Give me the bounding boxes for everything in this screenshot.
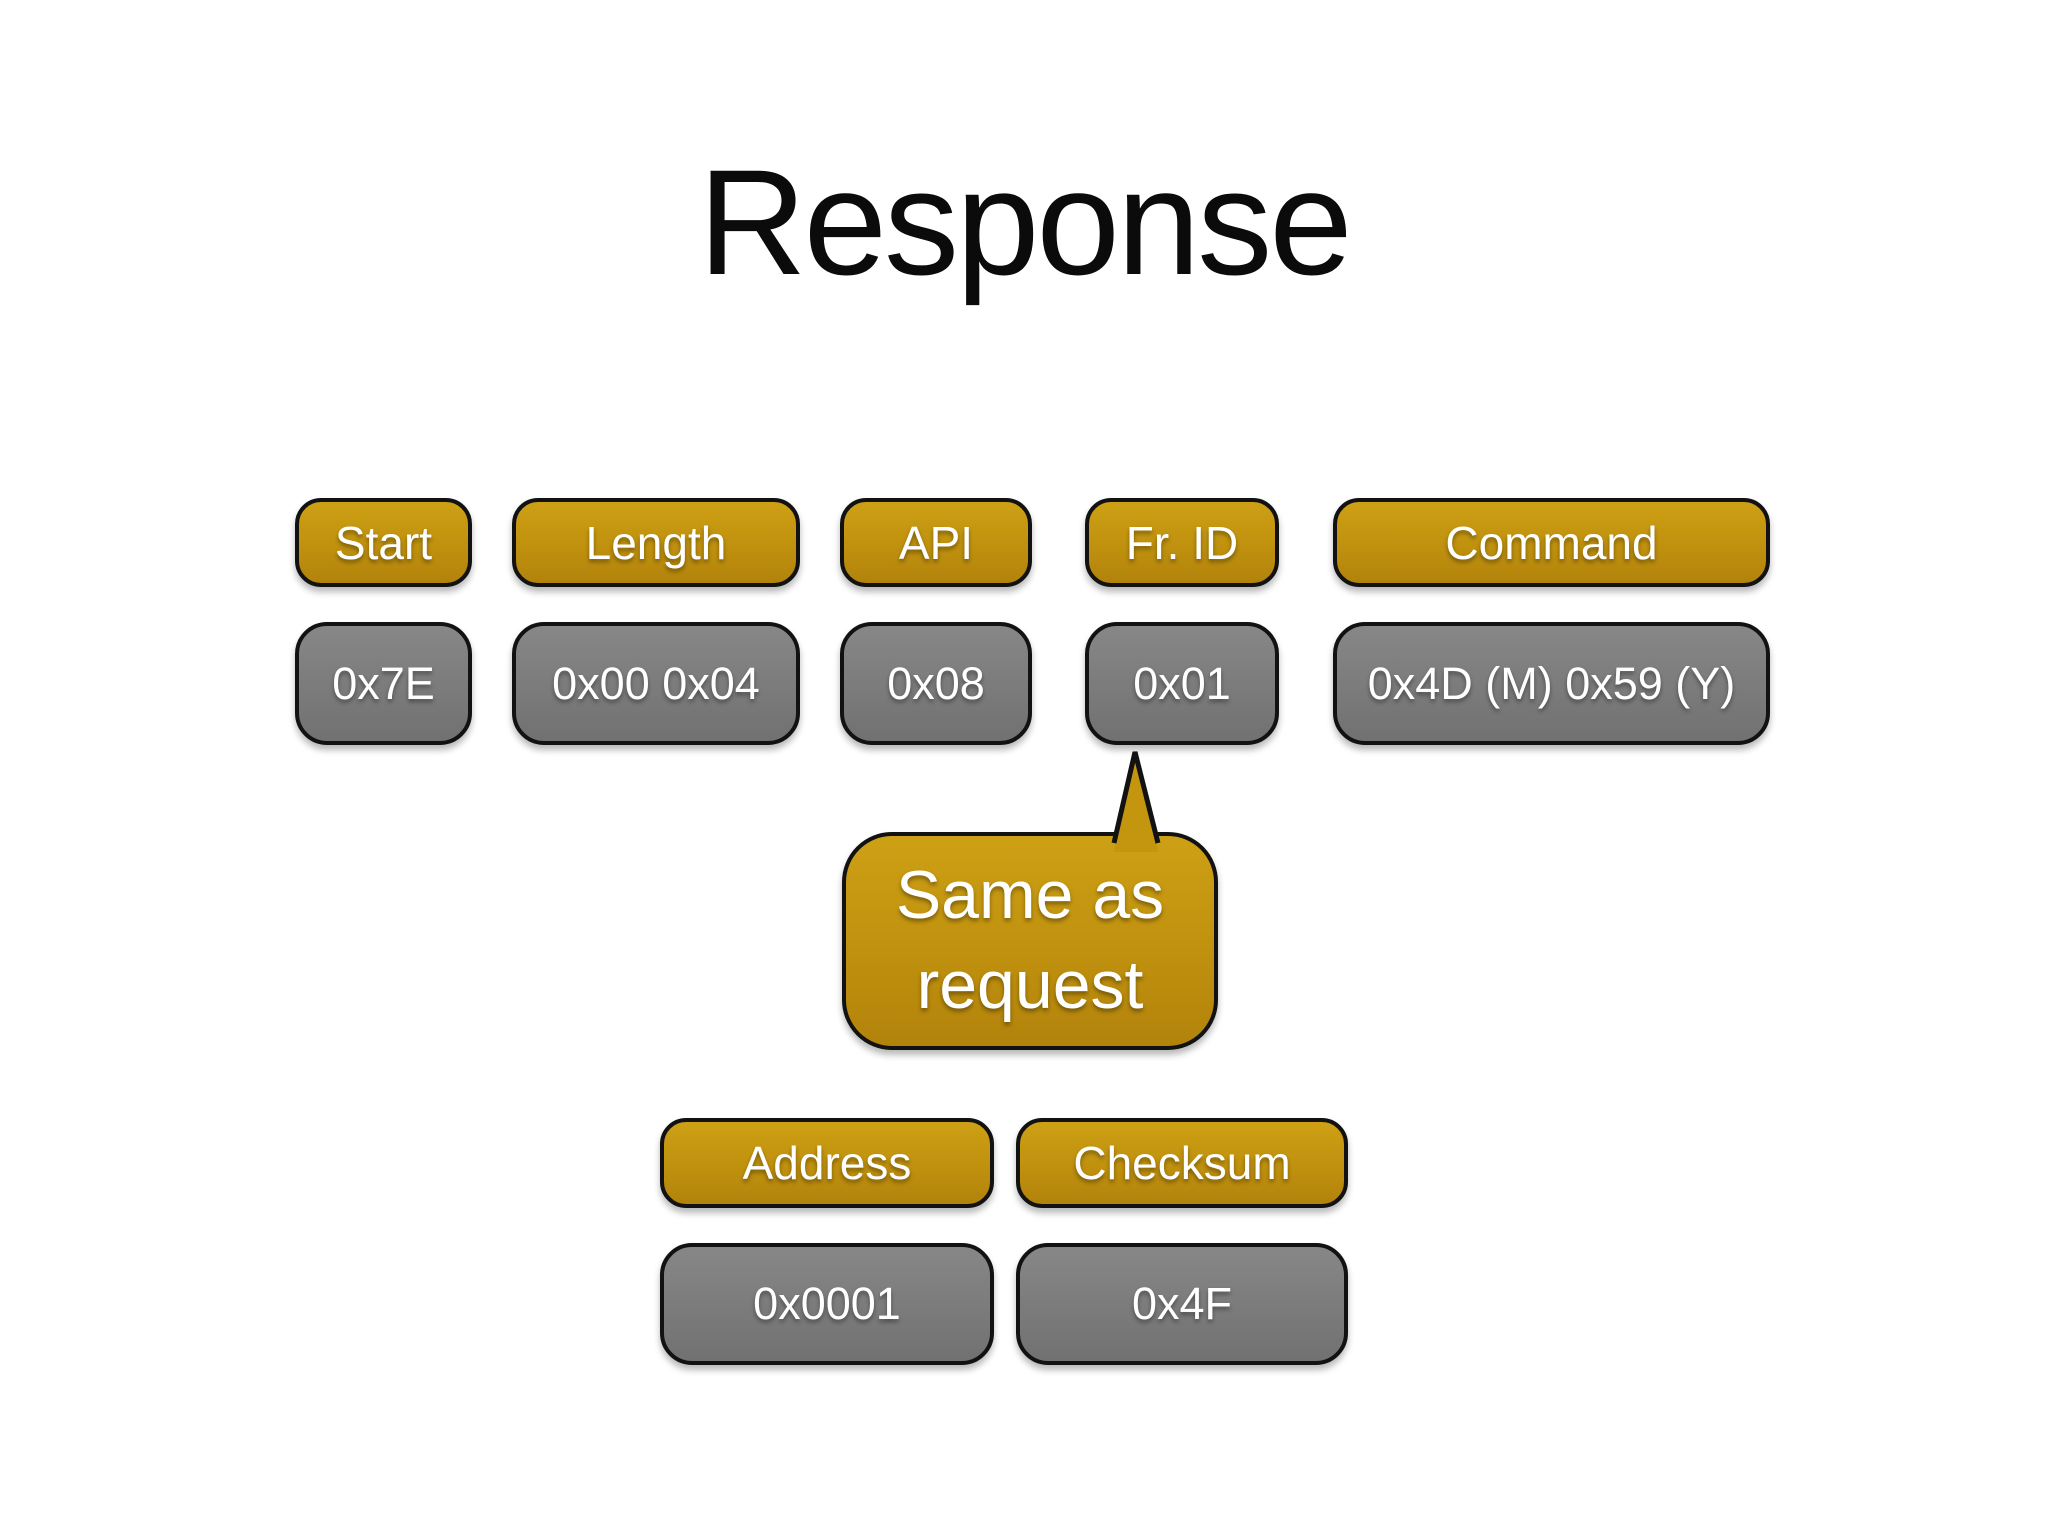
field-label-length: Length [512, 498, 800, 587]
field-value-frame-id: 0x01 [1085, 622, 1279, 745]
field-value-api: 0x08 [840, 622, 1032, 745]
field-value-length: 0x00 0x04 [512, 622, 800, 745]
field-label-api: API [840, 498, 1032, 587]
field-value-address: 0x0001 [660, 1243, 994, 1365]
field-label-command: Command [1333, 498, 1770, 587]
field-label-start: Start [295, 498, 472, 587]
field-value-checksum: 0x4F [1016, 1243, 1348, 1365]
slide-title: Response [698, 138, 1352, 306]
callout-bubble: Same as request [842, 832, 1218, 1050]
field-value-start: 0x7E [295, 622, 472, 745]
field-label-address: Address [660, 1118, 994, 1208]
field-label-checksum: Checksum [1016, 1118, 1348, 1208]
callout-text: Same as request [895, 857, 1165, 1023]
field-label-frame-id: Fr. ID [1085, 498, 1279, 587]
field-value-command: 0x4D (M) 0x59 (Y) [1333, 622, 1770, 745]
